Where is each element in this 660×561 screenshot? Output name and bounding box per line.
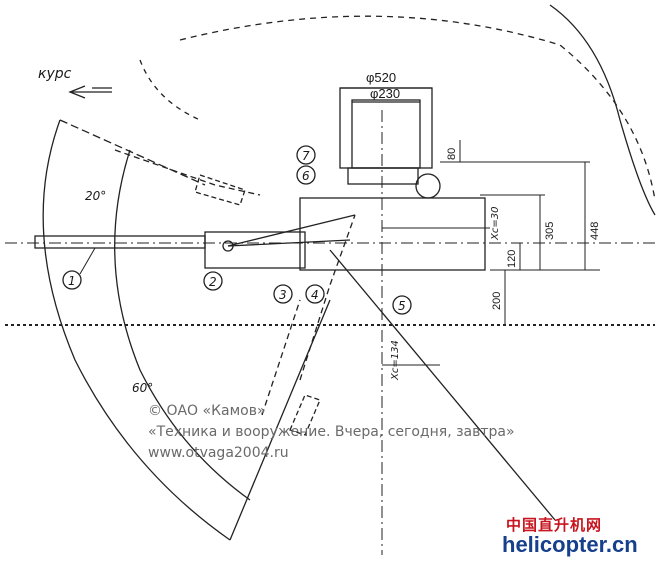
dim-label-448: 448 [589,222,601,240]
turret-ring [347,167,419,185]
gear-wheel [415,173,441,199]
watermark-en: helicopter.cn [502,532,638,557]
heading-label: курс [38,66,72,82]
gun-receiver [204,231,306,269]
dim-label-200: 200 [491,292,503,310]
callout-circle-3 [273,284,293,304]
callout-7: 7 [302,149,310,163]
callout-circle-2 [203,271,223,291]
callout-4: 4 [311,288,319,302]
link-rod [227,214,356,247]
gun-elevated [114,149,261,196]
contour-line [139,59,201,121]
callout-circle-5 [392,295,412,315]
copyright-line-1: © ОАО «Камов» [148,403,266,419]
dim-label-xc30: Xc=30 [490,207,501,241]
dim-label-xc134: Xc=134 [390,340,401,381]
diagonal-line [329,249,556,521]
callout-leader-1 [79,247,96,275]
gun-barrel [34,235,206,249]
depressed-contour [261,299,301,416]
mount-body [299,197,486,271]
callout-circle-7 [296,145,316,165]
dim-label-230: φ230 [370,86,400,101]
angle-label-20: 20° [85,189,106,203]
callout-circle-4 [305,284,325,304]
callout-5: 5 [398,299,406,313]
receiver-elevated [194,174,246,206]
copyright-url: www.otvaga2004.ru [148,445,289,461]
dim-label-120: 120 [506,250,518,268]
angle-label-60: 60° [132,381,153,395]
gun-depressed [299,214,356,381]
turret-inner [351,99,421,169]
lower-limit-line [229,299,331,541]
dim-label-80: 80 [446,148,458,160]
dim-label-305: 305 [544,222,556,240]
link-rod-lower [227,239,351,247]
heading-arrow-icon [68,85,86,99]
sector-arc-inner [114,149,251,501]
callout-3: 3 [279,288,287,302]
sector-arc-outer [42,119,231,541]
receiver-depressed [289,394,321,436]
callout-1: 1 [68,274,76,288]
callout-circle-1 [62,270,82,290]
callout-circle-6 [296,165,316,185]
watermark-cn: 中国直升机网 [506,516,603,534]
nose-contour [549,4,656,216]
upper-limit-line [59,119,206,186]
callout-6: 6 [302,169,310,183]
callout-2: 2 [209,275,217,289]
dim-label-520: φ520 [366,70,396,85]
copyright-line-2: «Техника и вооружение. Вчера, сегодня, з… [148,424,515,440]
